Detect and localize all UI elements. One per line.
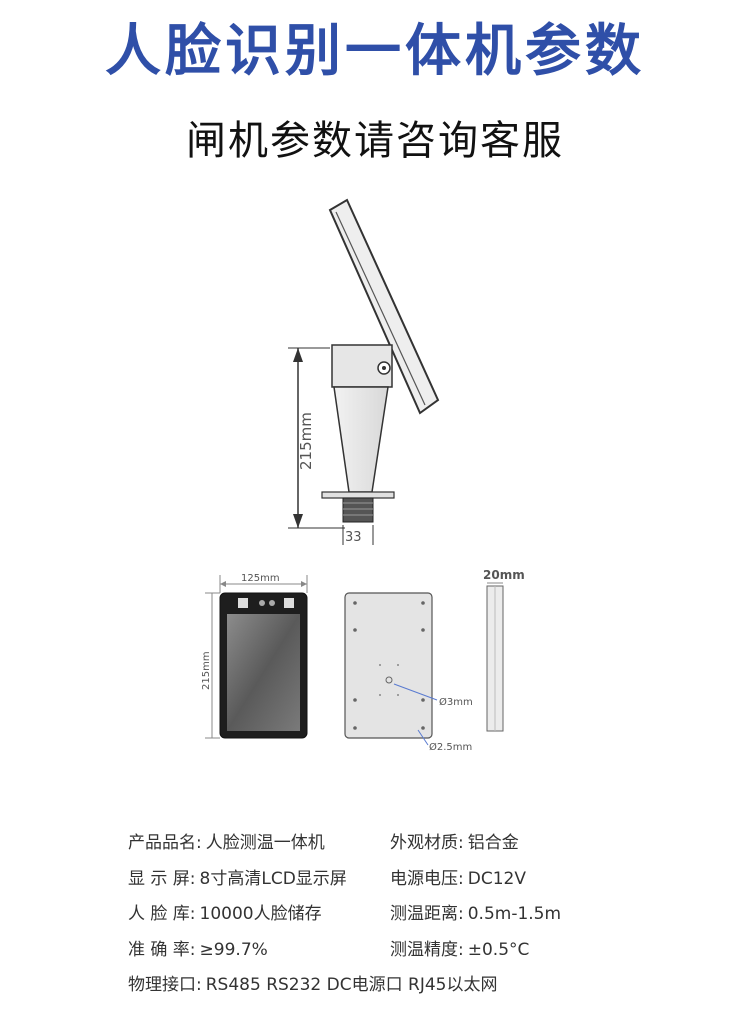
small-hole-label: Ø2.5mm bbox=[429, 741, 472, 753]
spec-label: 显 示 屏: bbox=[128, 868, 196, 889]
spec-label: 人 脸 库: bbox=[128, 904, 196, 924]
spec-value: 10000人脸储存 bbox=[199, 904, 322, 924]
device-drawings: 215mm 33 125mm 215mm Ø bbox=[201, 198, 525, 753]
spec-label: 准 确 率: bbox=[128, 939, 196, 960]
spec-value: 8寸高清LCD显示屏 bbox=[199, 868, 347, 889]
spec-value: ±0.5°C bbox=[467, 939, 530, 960]
back-view-drawing bbox=[344, 592, 438, 746]
interfaces-value: RS485 RS232 DC电源口 RJ45以太网 bbox=[205, 975, 498, 995]
spec-value: 0.5m-1.5m bbox=[467, 904, 562, 924]
page-title: 人脸识别一体机参数 bbox=[105, 19, 645, 84]
spec-label: 测温距离: bbox=[390, 904, 464, 924]
side-view-drawing bbox=[288, 198, 440, 545]
spec-row: 产品品名:人脸测温一体机 外观材质:铝合金 bbox=[128, 828, 688, 864]
front-view-drawing bbox=[205, 575, 308, 739]
thickness-view-drawing bbox=[486, 582, 504, 732]
pipe-dimension-label: 33 bbox=[345, 530, 362, 545]
spec-value: DC12V bbox=[467, 868, 526, 889]
page-subtitle: 闸机参数请咨询客服 bbox=[186, 118, 564, 164]
spec-value: ≥99.7% bbox=[199, 939, 268, 960]
spec-row: 准 确 率:≥99.7% 测温精度:±0.5°C bbox=[128, 935, 688, 971]
width-dimension-label: 125mm bbox=[241, 573, 280, 584]
spec-label: 产品品名: bbox=[128, 833, 202, 853]
height-dimension-label: 215mm bbox=[297, 412, 315, 470]
spec-value: 铝合金 bbox=[467, 833, 519, 853]
spec-value: 人脸测温一体机 bbox=[205, 833, 325, 853]
front-height-dimension-label: 215mm bbox=[201, 651, 212, 690]
spec-table: 产品品名:人脸测温一体机 外观材质:铝合金 显 示 屏:8寸高清LCD显示屏 电… bbox=[128, 828, 688, 1006]
depth-dimension-label: 20mm bbox=[483, 568, 525, 582]
spec-row: 显 示 屏:8寸高清LCD显示屏 电源电压:DC12V bbox=[128, 864, 688, 900]
interfaces-label: 物理接口: bbox=[128, 975, 202, 995]
interfaces-row: 物理接口:RS485 RS232 DC电源口 RJ45以太网 bbox=[128, 970, 688, 1006]
large-hole-label: Ø3mm bbox=[439, 696, 473, 708]
spec-label: 电源电压: bbox=[390, 868, 464, 889]
spec-label: 外观材质: bbox=[390, 833, 464, 853]
spec-label: 测温精度: bbox=[390, 939, 464, 960]
spec-row: 人 脸 库:10000人脸储存 测温距离:0.5m-1.5m bbox=[128, 899, 688, 935]
